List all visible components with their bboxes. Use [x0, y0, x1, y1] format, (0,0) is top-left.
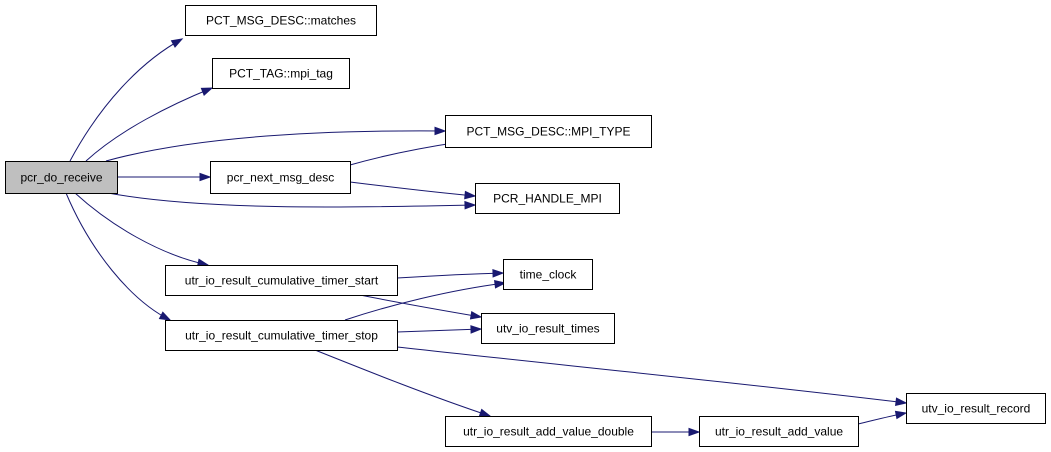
node-label: utr_io_result_cumulative_timer_stop [185, 329, 378, 343]
edge-timer_stop-to-add_value_double [314, 349, 492, 417]
edge-line [107, 192, 476, 208]
edge-timer_stop-to-result_times [396, 325, 483, 334]
node-timer-start[interactable]: utr_io_result_cumulative_timer_start [165, 265, 398, 296]
node-box [210, 161, 351, 194]
edge-arrowhead [464, 190, 477, 200]
edge-timer_stop-to-time_clock [344, 280, 507, 321]
node-next-msg[interactable]: pcr_next_msg_desc [210, 161, 351, 194]
edge-pcr_do_receive-to-matches [69, 38, 184, 162]
edge-pcr_do_receive-to-timer_start [74, 192, 210, 267]
edge-next_msg-to-mpi_type [349, 139, 462, 166]
edge-arrowhead [469, 311, 483, 320]
edge-arrowhead [494, 280, 507, 289]
edge-line [344, 282, 506, 321]
node-box [481, 313, 615, 344]
node-time-clock[interactable]: time_clock [503, 259, 593, 290]
node-label: PCT_MSG_DESC::matches [206, 14, 356, 28]
node-box [445, 416, 652, 447]
edge-arrowhead [688, 427, 701, 437]
edge-line [65, 192, 171, 321]
node-timer-stop[interactable]: utr_io_result_cumulative_timer_stop [165, 320, 398, 351]
node-box [165, 265, 398, 296]
edge-line [85, 87, 213, 162]
node-box [475, 183, 620, 214]
node-add-value-double[interactable]: utr_io_result_add_value_double [445, 416, 652, 447]
edge-arrowhead [434, 126, 447, 136]
edge-pcr_do_receive-to-timer_stop [65, 192, 172, 321]
node-label: PCR_HANDLE_MPI [493, 192, 602, 206]
node-box [5, 161, 118, 194]
edge-arrowhead [894, 410, 908, 420]
edge-arrowhead [199, 172, 212, 182]
edge-pcr_do_receive-to-mpi_type [105, 126, 447, 162]
edge-line [349, 181, 476, 197]
node-handle-mpi[interactable]: PCR_HANDLE_MPI [475, 183, 620, 214]
edge-arrowhead [470, 325, 483, 334]
edge-timer_start-to-time_clock [396, 269, 505, 279]
edge-pcr_do_receive-to-next_msg [117, 172, 212, 182]
node-layer: pcr_do_receive PCT_MSG_DESC::matchesPCT_T… [5, 5, 1046, 447]
node-box [165, 320, 398, 351]
node-box [445, 115, 652, 148]
node-label: time_clock [520, 268, 578, 282]
edge-line [396, 272, 504, 279]
edge-timer_stop-to-result_record [396, 346, 908, 407]
node-label: PCT_MSG_DESC::MPI_TYPE [466, 125, 630, 139]
node-add-value[interactable]: utr_io_result_add_value [699, 416, 859, 447]
node-mpi-type[interactable]: PCT_MSG_DESC::MPI_TYPE [445, 115, 652, 148]
edge-pcr_do_receive-to-handle_mpi [107, 192, 477, 210]
node-box [503, 259, 593, 290]
node-box [906, 393, 1046, 424]
edge-arrowhead [158, 311, 172, 321]
edge-line [396, 328, 482, 333]
edge-pcr_do_receive-to-mpi_tag [85, 87, 214, 162]
edge-arrowhead [200, 87, 214, 96]
node-mpi-tag[interactable]: PCT_TAG::mpi_tag [212, 58, 350, 89]
edge-line [359, 294, 482, 318]
node-label: utr_io_result_cumulative_timer_start [185, 274, 379, 288]
node-label: PCT_TAG::mpi_tag [229, 67, 333, 81]
edge-add_value-to-result_record [857, 410, 908, 425]
node-label: pcr_do_receive [20, 171, 102, 185]
edge-arrowhead [492, 269, 505, 278]
edge-arrowhead [170, 38, 184, 48]
edge-arrowhead [478, 408, 492, 417]
node-result-times[interactable]: utv_io_result_times [481, 313, 615, 344]
node-box [212, 58, 350, 89]
node-result-record[interactable]: utv_io_result_record [906, 393, 1046, 424]
edge-line [74, 192, 209, 266]
node-box [185, 5, 377, 36]
edge-line [314, 349, 491, 417]
edge-line [105, 130, 446, 162]
node-label: utv_io_result_record [922, 402, 1031, 416]
node-label: utr_io_result_add_value [715, 425, 843, 439]
edge-next_msg-to-handle_mpi [349, 181, 477, 200]
edge-timer_start-to-result_times [359, 294, 483, 320]
node-label: utv_io_result_times [496, 322, 599, 336]
node-label: pcr_next_msg_desc [227, 171, 334, 185]
edge-line [349, 141, 461, 166]
edge-line [396, 346, 907, 404]
node-box [699, 416, 859, 447]
node-pcr-do-receive[interactable]: pcr_do_receive [5, 161, 118, 194]
node-matches[interactable]: PCT_MSG_DESC::matches [185, 5, 377, 36]
edge-arrowhead [895, 397, 908, 407]
edge-arrowhead [464, 200, 477, 210]
edge-layer [65, 38, 908, 437]
edge-line [69, 38, 183, 162]
node-label: utr_io_result_add_value_double [463, 425, 634, 439]
edge-add_value_double-to-add_value [650, 427, 701, 437]
